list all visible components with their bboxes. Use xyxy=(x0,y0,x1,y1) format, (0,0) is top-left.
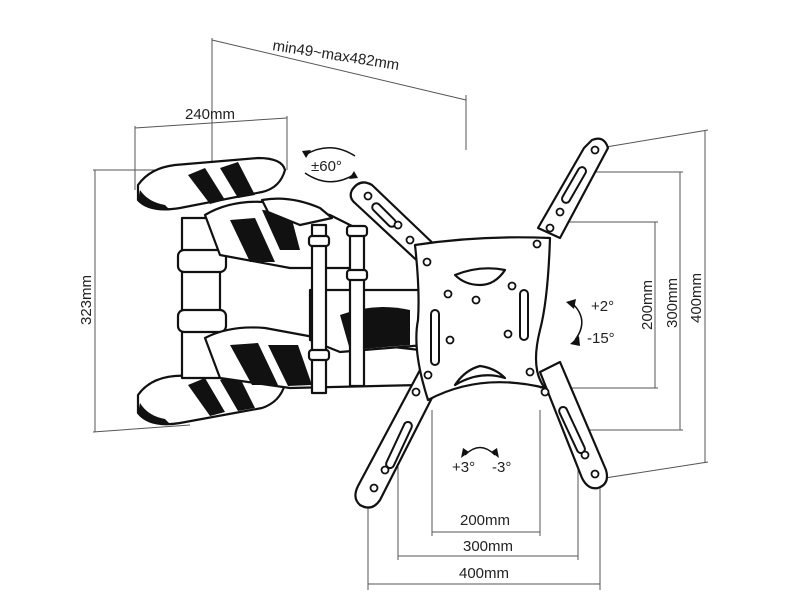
rotate-right-label: -3° xyxy=(492,459,511,476)
vesa-h200-label: 200mm xyxy=(460,512,510,529)
vesa-h300-label: 300mm xyxy=(463,538,513,555)
arm-post-left xyxy=(310,223,328,395)
vesa-v400-top-ext xyxy=(599,129,709,149)
lower-arm-rib-2 xyxy=(268,345,312,386)
vesa-v400-bottom-ext xyxy=(604,461,709,479)
vesa-hole xyxy=(471,295,481,305)
arm-post-right-cap-mid xyxy=(345,268,369,282)
tilt-down-label: -15° xyxy=(587,330,615,347)
rotate-arc xyxy=(464,446,496,456)
vesa-hole xyxy=(443,289,453,299)
vesa-hole xyxy=(393,220,403,230)
rotate-left-label: +3° xyxy=(452,459,475,476)
wall-plate-bottom-rib-1 xyxy=(188,378,225,416)
vesa-hole xyxy=(590,469,600,479)
vesa-h400-label: 400mm xyxy=(459,565,509,582)
arm-width-label: 240mm xyxy=(185,106,235,123)
vesa-cutout-top xyxy=(453,267,507,287)
vesa-hole xyxy=(380,465,390,475)
extension-label: min49~max482mm xyxy=(271,37,400,74)
lower-arm-rib-1 xyxy=(230,343,278,385)
vesa-hole xyxy=(363,191,373,201)
arm-width-dim-line xyxy=(134,117,288,129)
wall-plate-bottom-rib-2 xyxy=(220,374,255,411)
swivel-arrowhead-right xyxy=(349,171,358,179)
wall-spine-knuckle-bottom xyxy=(176,308,228,334)
swivel-arc-top xyxy=(304,147,356,157)
upper-arm-top-plate xyxy=(260,197,334,227)
rotation-arrows xyxy=(302,147,583,458)
tilt-up-label: +2° xyxy=(591,298,614,315)
vesa-hole xyxy=(555,207,565,217)
wall-plate-top-shadow xyxy=(138,190,170,210)
vesa-hole xyxy=(540,387,550,397)
vesa-slot-left xyxy=(430,309,440,366)
vesa-hole xyxy=(545,223,555,233)
arm-post-right-cap-top xyxy=(345,224,369,238)
tilt-arc xyxy=(571,302,583,341)
vesa-hole xyxy=(503,329,513,339)
articulating-arms xyxy=(203,197,427,395)
arm-height-label: 323mm xyxy=(78,275,95,325)
upper-arm-rib-1 xyxy=(230,218,275,262)
vesa-hole xyxy=(423,370,433,380)
vesa-slot-right xyxy=(519,289,529,341)
vesa-v300-label: 300mm xyxy=(664,278,681,328)
vesa-hole xyxy=(532,239,542,249)
arm-post-left-cap-bottom xyxy=(307,348,331,362)
vesa-cutout-bottom xyxy=(453,364,507,387)
vesa-hole xyxy=(422,257,432,267)
rotate-arrowhead-right xyxy=(491,448,499,458)
tilt-arrowhead-top xyxy=(566,299,576,309)
arm-height-bottom-ext xyxy=(92,424,191,433)
rotate-arrowhead-left xyxy=(461,448,469,458)
swivel-label: ±60° xyxy=(311,158,342,175)
vesa-hole xyxy=(405,235,415,245)
vesa-v400-label: 400mm xyxy=(688,273,705,323)
wall-plate-top-rib-1 xyxy=(188,168,225,204)
vesa-plate xyxy=(349,137,610,509)
extension-dim-line xyxy=(211,39,467,101)
arm-post-left-cap-top xyxy=(307,234,331,248)
vesa-hole xyxy=(369,483,379,493)
vesa-hole xyxy=(411,387,421,397)
wall-bracket xyxy=(136,156,287,426)
wall-spine-knuckle-top xyxy=(176,248,228,274)
wall-plate-bottom-shadow xyxy=(138,403,170,424)
vesa-hole xyxy=(507,281,517,291)
vesa-hole xyxy=(525,367,535,377)
swivel-arrowhead-left xyxy=(302,150,311,158)
vesa-hole xyxy=(590,145,600,155)
arm-post-right xyxy=(348,226,366,388)
wall-plate-top-rib-2 xyxy=(220,162,255,198)
vesa-slot-upper-right xyxy=(561,166,587,204)
vesa-v200-label: 200mm xyxy=(639,280,656,330)
vesa-hole xyxy=(580,450,590,460)
vesa-hole xyxy=(445,335,455,345)
tilt-arrowhead-bottom xyxy=(570,336,580,346)
